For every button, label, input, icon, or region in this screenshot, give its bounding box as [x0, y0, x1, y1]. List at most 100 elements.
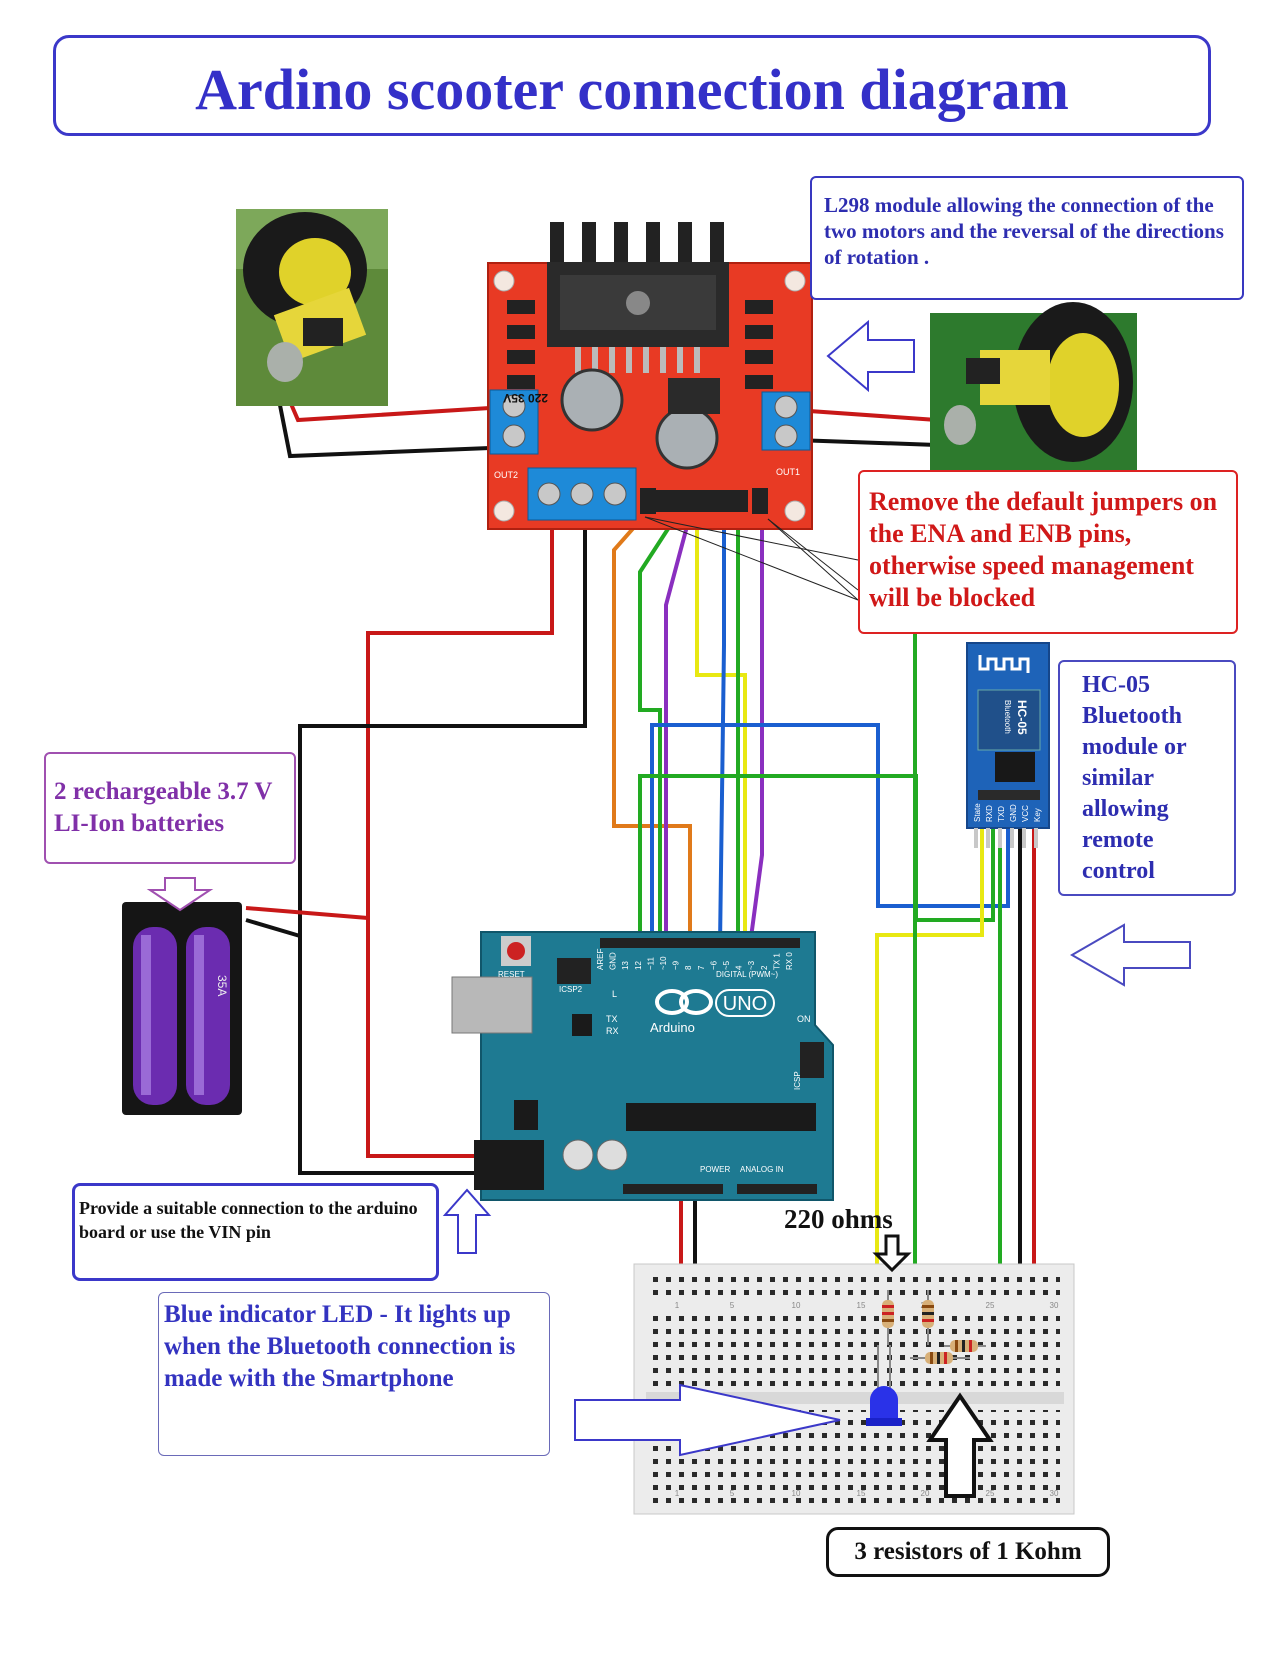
l298-annotation: L298 module allowing the connection of t…	[810, 176, 1244, 300]
arduino-pin-label: AREF	[596, 949, 605, 970]
hc05-pin-label: Key	[1033, 808, 1042, 822]
battery-marking: 35A	[215, 975, 229, 996]
arduino-pin-label: ~10	[659, 956, 668, 970]
reset-label: RESET	[498, 970, 525, 979]
resistor-1k	[922, 1290, 934, 1345]
arduino-pin-label: ~3	[747, 960, 756, 970]
resistor-220-label: 220 ohms	[784, 1204, 893, 1234]
blue-led	[866, 1345, 902, 1426]
hc05-pin-label: RXD	[985, 805, 994, 822]
l298-gnd-black-wire	[298, 528, 587, 1175]
arduino-pin-label: ~9	[672, 960, 681, 970]
power-header-label: POWER	[700, 1165, 730, 1174]
left-motor-black-wire	[276, 394, 491, 459]
hc05-yellow-state-wire	[875, 828, 984, 1345]
right-motor-black-wire	[794, 438, 938, 447]
arduino-pin-label: 7	[697, 965, 706, 970]
battery-black-lead	[245, 918, 301, 938]
arduino-pin-label: 2	[760, 965, 769, 970]
jumper-annotation: Remove the default jumpers on the ENA an…	[858, 470, 1238, 634]
arduino-pin-label: TX 1	[772, 953, 781, 970]
hc05-pin-label: GND	[1009, 804, 1018, 822]
in1-green-wire	[638, 513, 679, 945]
resistor-1k	[910, 1352, 970, 1364]
arduino-pin-label: 13	[621, 961, 630, 970]
arrow-icon	[146, 877, 214, 912]
arduino-pin-label: ~11	[646, 956, 655, 970]
arduino-pin-label: ~5	[722, 960, 731, 970]
battery-annotation: 2 rechargeable 3.7 V LI-Ion batteries	[44, 752, 296, 864]
digital-header-label: DIGITAL (PWM~)	[716, 970, 778, 979]
breadboard-column-label: 30	[1050, 1489, 1059, 1498]
battery-holder: 35A	[122, 902, 242, 1115]
led-annotation: Blue indicator LED - It lights up when t…	[158, 1292, 550, 1456]
arduino-pin-label: GND	[609, 952, 618, 970]
arduino-pin-label: 4	[735, 965, 744, 970]
breadboard-column-label: 25	[986, 1301, 995, 1310]
resistors-1k-label: 3 resistors of 1 Kohm	[826, 1527, 1110, 1577]
arduino-model-label: UNO	[723, 993, 767, 1015]
arduino-uno-board: UNO Arduino RESET ICSP2 DIGITAL (PWM~) A…	[451, 931, 834, 1201]
breadboard-column-label: 5	[730, 1301, 735, 1310]
breadboard-column-label: 1	[675, 1489, 680, 1498]
breadboard-column-label: 15	[857, 1301, 866, 1310]
in3-yellow-wire	[695, 515, 747, 945]
resistor-220	[882, 1290, 894, 1345]
l298-power-red-wire	[366, 528, 554, 1158]
hc05-annotation: HC-05 Bluetooth module or similar allowi…	[1058, 660, 1236, 896]
breadboard-column-label: 5	[730, 1489, 735, 1498]
out2-label: OUT2	[494, 470, 518, 480]
arrow-icon	[826, 319, 915, 393]
breadboard: 115510101515202025253030	[633, 1263, 1075, 1515]
hc05-green-rx-wire	[638, 774, 995, 945]
arduino-brand-label: Arduino	[650, 1020, 695, 1035]
arduino-pin-label: 12	[634, 961, 643, 970]
tx-led-label: TX	[606, 1014, 618, 1024]
hc05-chip-label: HC-05	[1015, 700, 1029, 735]
l298-module: 220 35V OUT2 OUT1	[487, 222, 813, 530]
arduino-pin-label: 8	[684, 965, 693, 970]
arrow-icon	[574, 1383, 841, 1457]
analog-header-label: ANALOG IN	[740, 1165, 784, 1174]
breadboard-column-label: 1	[675, 1301, 680, 1310]
hc05-pin-label: VCC	[1021, 805, 1030, 822]
rx-led-label: RX	[606, 1026, 619, 1036]
arrow-icon	[442, 1188, 492, 1254]
right-motor-wheel	[930, 302, 1137, 471]
breadboard-column-label: 10	[792, 1489, 801, 1498]
left-motor-wheel	[236, 209, 388, 406]
jumper-pointer-lines	[644, 516, 859, 601]
enb-purple-wire	[748, 515, 764, 946]
breadboard-column-label: 10	[792, 1301, 801, 1310]
l-led-label: L	[612, 989, 617, 999]
arrow-icon	[1069, 923, 1191, 987]
out1-label: OUT1	[776, 467, 800, 477]
right-motor-red-wire	[794, 408, 938, 422]
icsp-label: ICSP	[793, 1071, 802, 1090]
hc05-sub-label: Bluetooth	[1003, 700, 1012, 734]
in2-purple-wire	[664, 514, 692, 945]
on-led-label: ON	[797, 1014, 811, 1024]
hc05-pin-label: State	[973, 803, 982, 822]
breadboard-column-label: 15	[857, 1489, 866, 1498]
resistor-1k	[944, 1340, 986, 1352]
in4-blue-wire	[718, 515, 726, 946]
hc05-blue-wire	[650, 723, 1010, 945]
breadboard-column-label: 30	[1050, 1301, 1059, 1310]
title-box: Ardino scooter connection diagram	[53, 35, 1211, 136]
arrow-icon	[872, 1234, 912, 1273]
arduino-pin-label: RX 0	[785, 952, 794, 970]
page-title: Ardino scooter connection diagram	[195, 57, 1069, 122]
breadboard-column-label: 25	[986, 1489, 995, 1498]
arduino-pin-label: ~6	[709, 960, 718, 970]
ena-orange-wire	[612, 513, 692, 945]
breadboard-column-label: 20	[921, 1489, 930, 1498]
icsp2-label: ICSP2	[559, 985, 583, 994]
hc05-pin-label: TXD	[997, 806, 1006, 822]
arrow-icon	[926, 1392, 994, 1498]
capacitor-label: 220 35V	[503, 391, 548, 405]
